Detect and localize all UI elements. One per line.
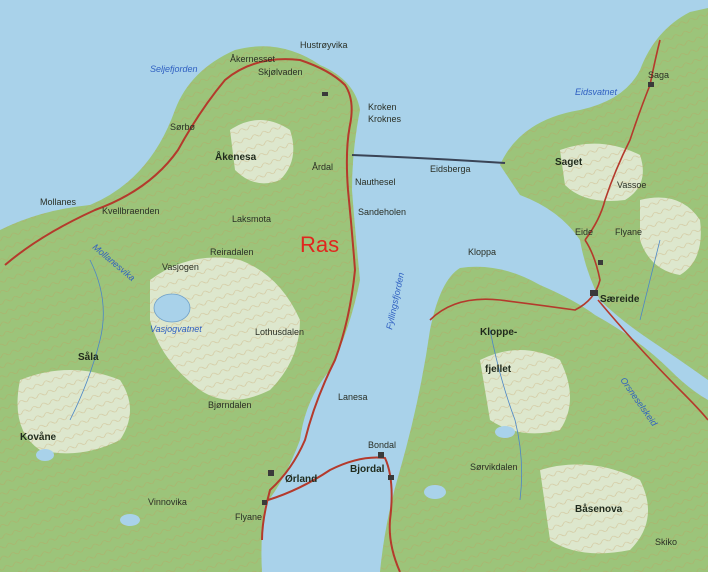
water-seljefjorden: Seljefjorden <box>150 64 198 74</box>
road-right-coast <box>584 39 661 241</box>
settlement-bjordal <box>388 475 394 480</box>
place-eidsberga: Eidsberga <box>430 164 471 174</box>
settlement-soreide-2 <box>598 260 603 265</box>
ferry-route <box>351 154 506 164</box>
settlement-orland <box>268 470 274 476</box>
middle-peninsula-contours <box>380 266 708 572</box>
place-flyane-right: Flyane <box>615 227 642 237</box>
place-soreide: Særeide <box>600 294 640 305</box>
stream-middle <box>489 329 523 501</box>
place-fjellet: fjellet <box>485 364 512 375</box>
road-middle-east <box>429 239 601 321</box>
place-kroknes: Kroknes <box>368 114 402 124</box>
place-lanesa: Lanesa <box>338 392 368 402</box>
stream-left <box>69 259 104 421</box>
place-sorbo: Sørbø <box>170 122 196 132</box>
water-vasjogvatnet: Vasjogvatnet <box>150 324 202 334</box>
place-sorvikdalen: Sørvikdalen <box>470 462 518 472</box>
place-ardal: Årdal <box>312 162 333 172</box>
place-basenova: Båsenova <box>575 503 623 515</box>
settlement-markers <box>262 82 654 505</box>
place-kovane: Kovåne <box>20 431 57 443</box>
settlement-soreide <box>590 290 598 296</box>
place-sandeholen: Sandeholen <box>358 207 406 217</box>
place-lothusdalen: Lothusdalen <box>255 327 304 337</box>
place-bjordal: Bjordal <box>350 464 385 475</box>
place-eide: Eide <box>575 227 593 237</box>
lake-vasjogvatnet <box>153 293 191 323</box>
place-kloppe: Kloppe- <box>480 327 517 338</box>
highlight-label-ras: Ras <box>300 232 339 257</box>
lake-small-2 <box>120 514 140 526</box>
right-peninsula-contours <box>500 8 708 380</box>
place-sala: Såla <box>78 351 99 363</box>
place-flyane-left: Flyane <box>235 512 262 522</box>
place-hustroyvika: Hustrøyvika <box>300 40 348 50</box>
place-kvellbraenden: Kvellbraenden <box>102 206 160 216</box>
place-vasjogen: Vasjogen <box>162 262 199 272</box>
place-saga: Saga <box>648 70 669 80</box>
place-vassoe: Vassoe <box>617 180 646 190</box>
place-skjolvaden: Skjølvaden <box>258 67 303 77</box>
road-left-coast <box>4 58 357 541</box>
lake-small-3 <box>495 426 515 438</box>
place-skiko: Skiko <box>655 537 677 547</box>
settlement-akerneset <box>322 92 328 96</box>
lake-small-1 <box>36 449 54 461</box>
place-mollanes: Mollanes <box>40 197 77 207</box>
place-akerneset: Åkernesset <box>230 54 276 64</box>
place-kloppa: Kloppa <box>468 247 496 257</box>
settlement-orland-2 <box>262 500 267 505</box>
settlement-bondal <box>378 452 384 458</box>
place-kroken: Kroken <box>368 102 397 112</box>
place-laksmota: Laksmota <box>232 214 271 224</box>
place-saget: Saget <box>555 157 583 168</box>
road-soreide-east <box>597 299 708 421</box>
water-eidsvatnet: Eidsvatnet <box>575 87 618 97</box>
stream-right <box>639 239 661 321</box>
place-akenesa: Åkenesa <box>215 150 257 163</box>
place-reiradalen: Reiradalen <box>210 247 254 257</box>
lake-small-4 <box>424 485 446 499</box>
place-bondal: Bondal <box>368 440 396 450</box>
settlement-saga <box>648 82 654 87</box>
place-nauthesel: Nauthesel <box>355 177 396 187</box>
place-bjorndalen: Bjørndalen <box>208 400 252 410</box>
place-vinnovika: Vinnovika <box>148 497 187 507</box>
place-orland: Ørland <box>285 474 317 485</box>
road-orland-bjordal <box>267 456 401 572</box>
